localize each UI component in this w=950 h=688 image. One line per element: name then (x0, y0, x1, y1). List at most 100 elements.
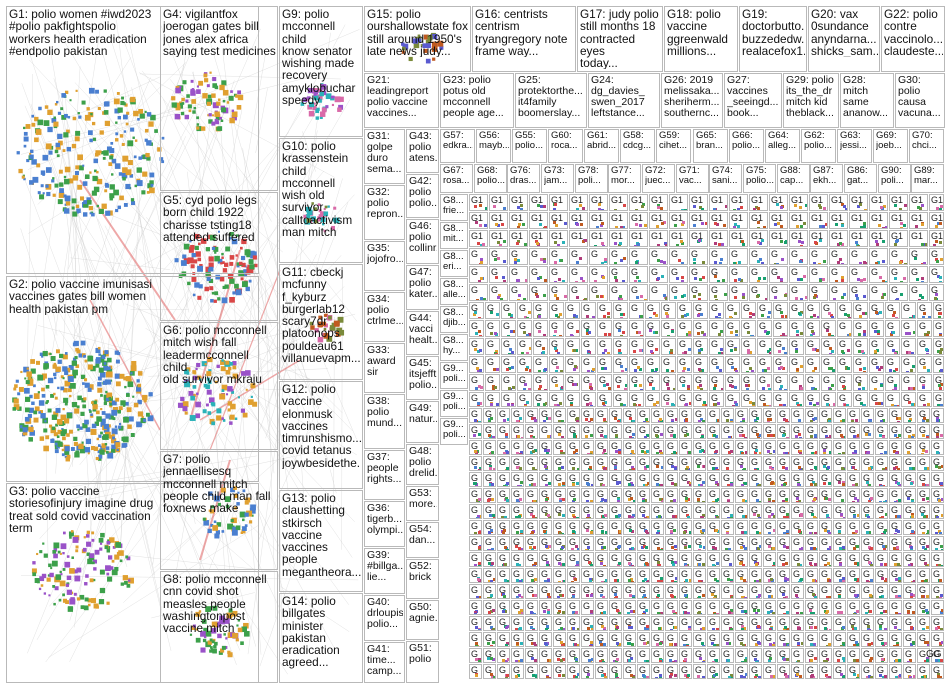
node-dot (633, 349, 637, 353)
node-dot (586, 352, 590, 354)
group-tile-label: G (905, 554, 913, 563)
node-dot (614, 225, 618, 228)
node-dot (685, 420, 689, 422)
edge (105, 237, 194, 286)
node-dot (768, 404, 771, 406)
node-dot (559, 401, 563, 405)
node-dot (713, 452, 717, 454)
node-dot (553, 221, 557, 225)
group-tile: G (679, 408, 692, 423)
group-tile: G (581, 440, 594, 455)
group-tile: G (805, 472, 818, 487)
node-dot (813, 262, 817, 264)
node-dot (501, 275, 505, 279)
group-tile-label: G1 (751, 196, 764, 205)
node-dot (881, 467, 885, 470)
node-dot (856, 297, 860, 300)
group-tile: G (511, 488, 524, 503)
group-tile-label: G (709, 490, 717, 499)
group-tile-label: G (531, 250, 539, 259)
group-tile-label: G (487, 376, 495, 385)
node-dot (771, 564, 775, 566)
group-tile: G (623, 440, 636, 455)
node-dot (477, 546, 481, 550)
node-dot (618, 241, 622, 245)
group-tile: G (889, 472, 902, 487)
group-tile-label: G (647, 340, 655, 349)
node-dot (884, 280, 887, 282)
node-dot (897, 514, 901, 518)
node-dot (603, 513, 607, 517)
group-tile-label: G (679, 340, 687, 349)
node-dot (767, 545, 771, 549)
node-dot (867, 467, 871, 470)
node-dot (823, 452, 827, 454)
node-dot (763, 226, 767, 228)
node-dot (814, 434, 817, 438)
node-dot (937, 315, 941, 318)
node-dot (688, 402, 691, 406)
group-tile-label: G (723, 538, 731, 547)
group-tile: G (757, 338, 772, 355)
group-tile: G1 (489, 194, 508, 211)
group-tile: G (589, 266, 608, 283)
group-tile: G (741, 374, 756, 391)
group-tile: G (533, 356, 548, 373)
node-dot (569, 404, 573, 406)
group-tile: G (763, 456, 776, 471)
group-tile: G1 (649, 212, 668, 229)
group-tile: G (709, 302, 724, 319)
node-dot (575, 564, 579, 566)
node-dot (713, 221, 717, 225)
node-dot (873, 387, 877, 390)
group-tile: G (469, 456, 482, 471)
node-dot (490, 580, 494, 582)
node-dot (867, 515, 871, 518)
node-dot (544, 402, 547, 406)
group-tile: G (553, 536, 566, 551)
g1-node (36, 163, 41, 168)
group-box-g41: G41: time... camp... (364, 642, 405, 683)
node-dot (921, 276, 925, 280)
node-dot (585, 500, 589, 502)
edge (74, 108, 298, 462)
group-label-g36: G36: tigerb... olympi... (367, 503, 403, 536)
group-tile-label: G (691, 268, 699, 277)
node-dot (617, 561, 621, 565)
group-tile-label: G (511, 268, 519, 277)
group-box-g28: G28: mitch same ananow... (840, 73, 894, 128)
node-dot (596, 295, 600, 298)
node-dot (523, 383, 527, 387)
node-dot (719, 348, 723, 352)
node-dot (633, 403, 637, 406)
node-dot (828, 531, 831, 534)
group-tile-label: G (835, 410, 843, 419)
group-tile-label: G (871, 340, 879, 349)
group-tile: G (763, 440, 776, 455)
group-tile: G (805, 504, 818, 519)
g1-node (40, 184, 44, 188)
node-dot (473, 347, 477, 351)
group-tile: G1 (749, 194, 768, 211)
group-tile-label: G (667, 410, 675, 419)
node-dot (697, 368, 701, 372)
node-dot (543, 419, 547, 422)
node-dot (537, 388, 541, 390)
node-dot (477, 468, 481, 470)
group-tile: G (567, 488, 580, 503)
node-dot (916, 205, 920, 209)
node-dot (835, 222, 839, 226)
group-label-g56: G56: mayb... (479, 131, 509, 151)
node-dot (823, 481, 827, 485)
node-dot (507, 312, 511, 316)
node-dot (841, 262, 845, 264)
group-tile: G (517, 392, 532, 407)
group-tile-label: G (499, 458, 507, 467)
node-dot (900, 280, 904, 282)
node-dot (618, 481, 621, 485)
node-dot (780, 278, 784, 282)
node-dot (532, 515, 536, 518)
group-tile: G (805, 320, 820, 337)
group-tile-label: G (839, 304, 847, 313)
group-label-g83: G8... mit... (443, 224, 464, 244)
